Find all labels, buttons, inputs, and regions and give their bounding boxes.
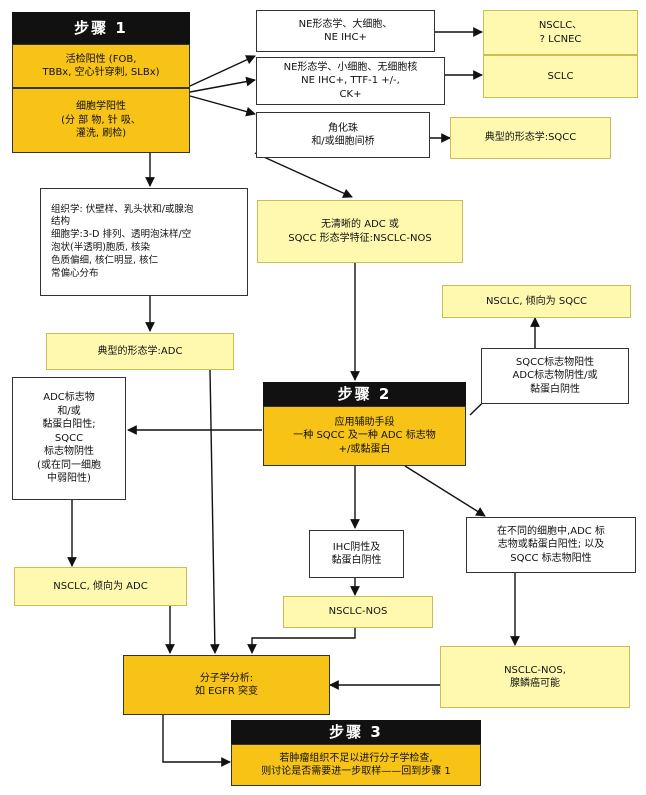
ne-large-cell-box: NE形态学、大细胞、 NE IHC+ bbox=[256, 10, 435, 52]
arrow-step1-keratin bbox=[189, 95, 256, 117]
nsclc-nos-morphology-box: 无清晰的 ADC 或 SQCC 形态学特征:NSCLC-NOS bbox=[257, 200, 463, 263]
ne-small-cell-box: NE形态学、小细胞、无细胞核 NE IHC+, TTF-1 +/-, CK+ bbox=[256, 57, 445, 105]
typical-sqcc-box: 典型的形态学:SQCC bbox=[450, 117, 611, 159]
typical-adc-box: 典型的形态学:ADC bbox=[46, 333, 234, 370]
nsclc-favor-adc-box: NSCLC, 倾向为 ADC bbox=[14, 567, 187, 606]
arrow-typical-adc-molecular bbox=[209, 369, 220, 654]
arrow-step1-ne-small bbox=[189, 76, 256, 93]
arrow-molecular-step3 bbox=[162, 715, 231, 767]
keratin-pearls-box: 角化珠 和/或细胞间桥 bbox=[256, 112, 430, 158]
step1-biopsy-positive: 活检阳性 (FOB, TBBx, 空心针穿刺, SLBx) bbox=[12, 44, 190, 88]
step3-resample-note: 若肿瘤组织不足以进行分子学检查, 则讨论是否需要进一步取样——回到步骤 1 bbox=[231, 744, 481, 786]
arrow-step1-nos bbox=[254, 152, 353, 198]
nsclc-nos-box: NSCLC-NOS bbox=[283, 596, 433, 628]
step2-header: 步骤 2 bbox=[263, 382, 466, 406]
histology-cytology-box: 组织学: 伏壁样、乳头状和/或腺泡 结构 细胞学:3-D 排列、透明泡沫样/空 … bbox=[40, 188, 248, 296]
step1-cytology-positive: 细胞学阳性 (分 部 物, 针 吸、 灌洗, 刷检) bbox=[12, 88, 190, 153]
step3-header: 步骤 3 bbox=[231, 720, 481, 744]
ihc-negative-box: IHC阴性及 黏蛋白阴性 bbox=[309, 530, 404, 578]
arrow-nos-molecular bbox=[247, 628, 356, 654]
nsclc-lcnec-box: NSCLC、 ? LCNEC bbox=[483, 10, 638, 55]
nsclc-nos-adenosquamous-box: NSCLC-NOS, 腺鳞癌可能 bbox=[440, 646, 630, 708]
step2-ancillary-tests: 应用辅助手段 一种 SQCC 及一种 ADC 标志物 +/或黏蛋白 bbox=[263, 406, 466, 466]
molecular-analysis-box: 分子学分析: 如 EGFR 突变 bbox=[123, 655, 330, 715]
different-cells-box: 在不同的细胞中,ADC 标 志物或黏蛋白阳性; 以及 SQCC 标志物阳性 bbox=[466, 517, 636, 573]
sclc-box: SCLC bbox=[483, 55, 638, 98]
nsclc-favor-sqcc-box: NSCLC, 倾向为 SQCC bbox=[442, 285, 631, 318]
step1-header: 步骤 1 bbox=[12, 12, 190, 44]
arrow-step2-different bbox=[404, 465, 486, 517]
arrow-step1-ne-large bbox=[189, 55, 256, 87]
adc-markers-positive-box: ADC标志物 和/或 黏蛋白阳性; SQCC 标志物阴性 (或在同一细胞 中弱阳… bbox=[12, 377, 126, 500]
sqcc-markers-positive-box: SQCC标志物阳性 ADC标志物阴性/或 黏蛋白阴性 bbox=[481, 348, 629, 404]
